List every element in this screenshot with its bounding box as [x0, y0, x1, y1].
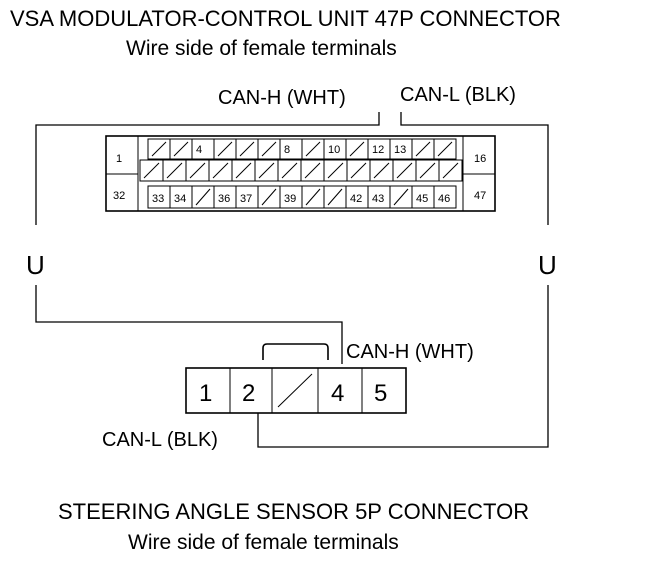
- row2-empty-terminal-slash: [396, 162, 413, 179]
- can-l-wire-lower: [257, 285, 549, 448]
- top-can-l-label: CAN-L (BLK): [400, 84, 516, 106]
- row2-empty-terminal-slash: [189, 162, 206, 179]
- pin-32-label: 32: [113, 190, 125, 202]
- row2-empty-terminal-slash: [212, 162, 229, 179]
- bottom-can-l-label: CAN-L (BLK): [102, 429, 218, 451]
- can-l-wire-upper: [400, 112, 549, 225]
- row3-terminal-14: [433, 185, 457, 209]
- row1-empty-terminal-slash: [261, 141, 277, 157]
- terminal-row-3-cells: 33 34 36 37 39 42 43 45 46: [147, 185, 457, 209]
- row1-empty-terminal-slash: [305, 141, 321, 157]
- right-break-symbol: U: [538, 250, 557, 280]
- row1-pin-label-8: 8: [284, 144, 290, 156]
- row1-pin-label-4: 4: [196, 144, 202, 156]
- connector-5p-empty-slot-slash: [277, 373, 313, 408]
- row3-empty-terminal-slash: [261, 188, 277, 206]
- row3-empty-terminal-slash: [393, 188, 409, 206]
- row1-terminal-14: [433, 138, 457, 160]
- can-h-wire-lower: [35, 285, 343, 364]
- top-can-h-label: CAN-H (WHT): [218, 87, 346, 109]
- can-h-wire-upper: [35, 112, 380, 225]
- row1-empty-terminal-slash: [151, 141, 167, 157]
- terminal-row-1-cells: 4 8 10 12 13: [147, 138, 457, 160]
- vsa-47p-connector: 1 32 16 47 4 8 10 12 13 33 34 36 37 39 42 43 45 46: [105, 135, 496, 212]
- steering-angle-5p-connector: 1 2 4 5: [185, 343, 407, 414]
- row2-empty-terminal-slash: [327, 162, 344, 179]
- row2-empty-terminal-slash: [419, 162, 436, 179]
- bottom-can-h-label: CAN-H (WHT): [346, 341, 474, 363]
- top-connector-subtitle: Wire side of female terminals: [126, 37, 397, 60]
- row3-pin-label-37: 37: [240, 193, 252, 205]
- row2-empty-terminal-slash: [166, 162, 183, 179]
- row1-empty-terminal-slash: [415, 141, 431, 157]
- row2-terminal-14: [438, 159, 463, 182]
- pin-5p-1-label: 1: [199, 380, 212, 407]
- row1-empty-terminal-slash: [437, 141, 453, 157]
- row2-empty-terminal-slash: [304, 162, 321, 179]
- row2-empty-terminal-slash: [281, 162, 298, 179]
- row1-pin-label-10: 10: [328, 144, 340, 156]
- row2-empty-terminal-slash: [442, 162, 459, 179]
- row1-pin-label-13: 13: [394, 144, 406, 156]
- row2-empty-terminal-slash: [143, 162, 160, 179]
- bottom-connector-subtitle: Wire side of female terminals: [128, 531, 399, 554]
- pin-5p-2-label: 2: [242, 380, 255, 407]
- pin-16-label: 16: [474, 153, 486, 165]
- pin-1-label: 1: [116, 153, 122, 165]
- top-connector-title: VSA MODULATOR-CONTROL UNIT 47P CONNECTOR: [10, 6, 561, 31]
- bottom-connector-title: STEERING ANGLE SENSOR 5P CONNECTOR: [58, 499, 529, 524]
- row2-empty-terminal-slash: [258, 162, 275, 179]
- row2-empty-terminal-slash: [373, 162, 390, 179]
- pin-5p-5-label: 5: [374, 380, 387, 407]
- row3-empty-terminal-slash: [305, 188, 321, 206]
- row3-empty-terminal-slash: [195, 188, 211, 206]
- row2-empty-terminal-slash: [350, 162, 367, 179]
- row3-pin-label-43: 43: [372, 193, 384, 205]
- row3-empty-terminal-slash: [327, 188, 343, 206]
- row3-pin-label-42: 42: [350, 193, 362, 205]
- row3-pin-label-45: 45: [416, 193, 428, 205]
- pin-5p-4-label: 4: [331, 380, 344, 407]
- row1-empty-terminal-slash: [349, 141, 365, 157]
- row1-empty-terminal-slash: [239, 141, 255, 157]
- row1-pin-label-12: 12: [372, 144, 384, 156]
- row3-pin-label-46: 46: [438, 193, 450, 205]
- connector-5p-latch: [262, 343, 329, 360]
- connector-5p-outline: [185, 367, 407, 414]
- left-break-symbol: U: [26, 250, 45, 280]
- row2-empty-terminal-slash: [235, 162, 252, 179]
- row3-pin-label-39: 39: [284, 193, 296, 205]
- row3-pin-label-36: 36: [218, 193, 230, 205]
- row3-pin-label-34: 34: [174, 193, 186, 205]
- row3-pin-label-33: 33: [152, 193, 164, 205]
- top-can-l-wire: [257, 112, 549, 448]
- top-can-h-wire: [35, 112, 380, 364]
- row1-empty-terminal-slash: [217, 141, 233, 157]
- terminal-row-2-cells: [139, 159, 463, 182]
- pin-47-label: 47: [474, 190, 486, 202]
- row1-empty-terminal-slash: [173, 141, 189, 157]
